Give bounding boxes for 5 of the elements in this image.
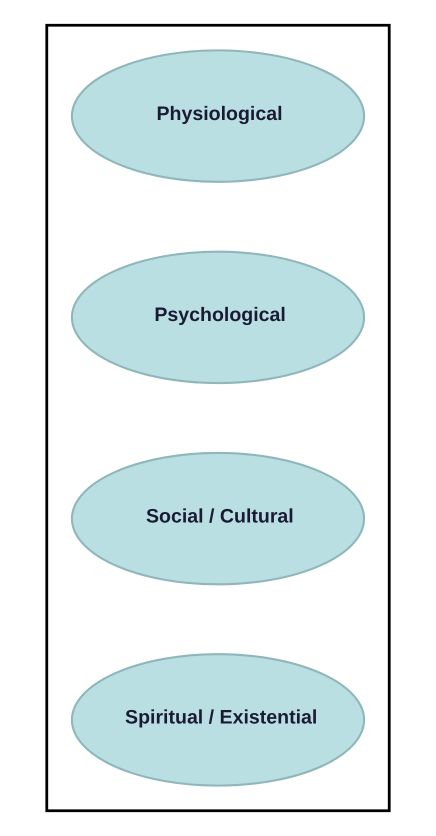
- node-ellipse: Physiological: [70, 49, 366, 183]
- node-ellipse: Social / Cultural: [70, 452, 366, 586]
- node-ellipse: Spiritual / Existential: [70, 653, 366, 787]
- cluster: [45, 24, 391, 812]
- node-ellipse: Psychological: [70, 250, 366, 384]
